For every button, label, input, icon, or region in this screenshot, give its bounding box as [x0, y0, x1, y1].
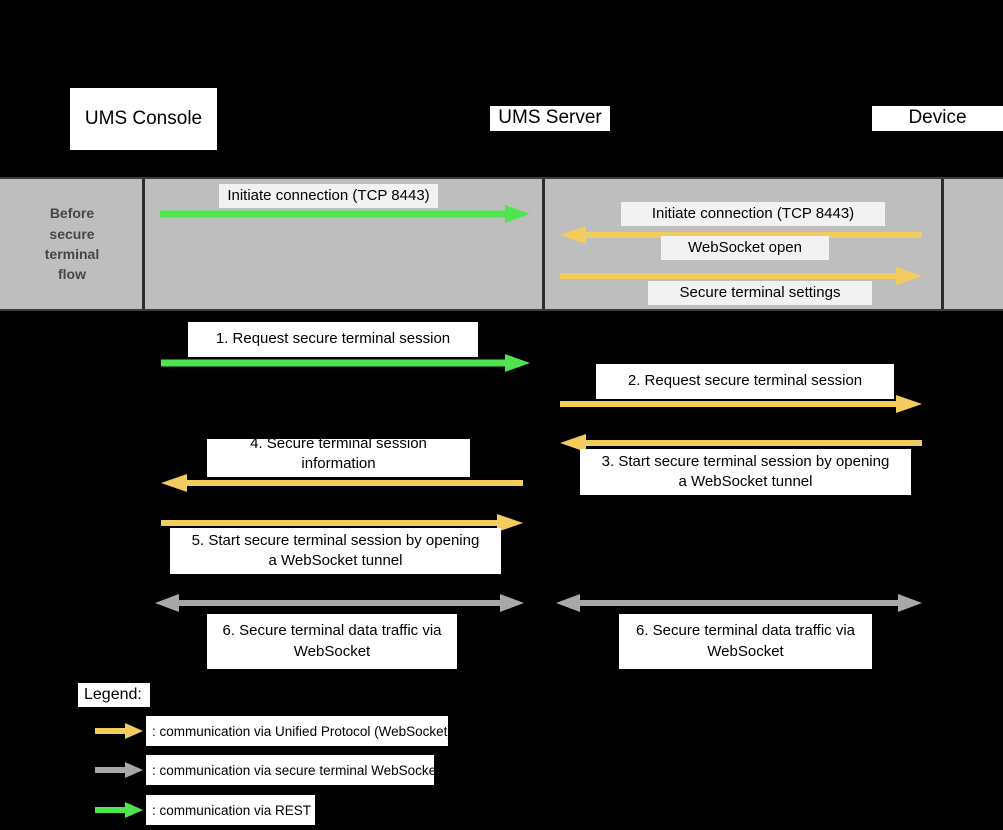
step-5-arrow	[161, 514, 523, 532]
step-4-text-line-1: 4. Secure terminal session	[250, 434, 427, 452]
actor-device-label: Device	[908, 107, 967, 129]
step-4-label: 4. Secure terminal session information	[207, 435, 470, 477]
step-6b-text-line-2: WebSocket	[707, 642, 784, 660]
step-3-text-line-2: a WebSocket tunnel	[678, 473, 813, 490]
band-message-1-text: Initiate connection (TCP 8443)	[227, 186, 430, 204]
band-divider-console	[142, 179, 145, 309]
step-6b-text-line-1: 6. Secure terminal data traffic via	[636, 622, 855, 640]
actor-ums-console: UMS Console	[70, 88, 217, 150]
band-message-2-arrow	[560, 226, 922, 244]
step-6a-text-line-1: 6. Secure terminal data traffic via	[222, 622, 442, 640]
band-message-1-arrow	[160, 205, 530, 223]
legend-title-text: Legend:	[84, 686, 142, 703]
legend-secure-terminal-arrow-icon	[95, 762, 143, 778]
band-message-4-arrow	[560, 267, 922, 285]
step-5-text-line-1: 5. Start secure terminal session by open…	[191, 531, 480, 549]
band-message-2-text: Initiate connection (TCP 8443)	[651, 204, 855, 222]
step-6a-label: 6. Secure terminal data traffic via WebS…	[207, 614, 457, 669]
actor-device: Device	[872, 106, 1003, 131]
step-4-text-line-2: information	[301, 454, 376, 472]
band-divider-server	[542, 179, 545, 309]
step-2-arrow	[560, 395, 922, 413]
step-6b-label: 6. Secure terminal data traffic via WebS…	[619, 614, 872, 669]
step-4-arrow	[161, 474, 523, 492]
step-6a-text-line-2: WebSocket	[293, 642, 371, 660]
step-6a-arrow	[155, 594, 524, 612]
band-message-3-text: WebSocket open	[688, 238, 802, 256]
step-3-arrow	[560, 434, 922, 452]
legend-unified-arrow-icon	[95, 723, 143, 739]
step-6b-arrow	[556, 594, 922, 612]
band-message-3-label: WebSocket open	[661, 236, 829, 260]
legend-title: Legend:	[78, 683, 150, 707]
actor-ums-server: UMS Server	[490, 106, 610, 131]
phase-band-label-line-2: secure	[49, 225, 95, 242]
legend-secure-terminal-text: : communication via secure terminal WebS…	[146, 755, 440, 785]
step-5-label: 5. Start secure terminal session by open…	[170, 528, 501, 574]
phase-band-label-line-1: Before	[49, 205, 95, 222]
phase-band-label-line-3: terminal	[44, 246, 100, 262]
phase-band-label-line-4: flow	[58, 266, 86, 283]
actor-ums-server-label: UMS Server	[498, 107, 602, 129]
band-divider-device	[941, 179, 944, 309]
legend-unified-label: : communication via Unified Protocol (We…	[152, 723, 452, 739]
actor-ums-console-label: UMS Console	[84, 107, 203, 129]
step-2-text: 2. Request secure terminal session	[627, 372, 863, 390]
band-message-2-label: Initiate connection (TCP 8443)	[621, 202, 885, 226]
legend-unified-text: : communication via Unified Protocol (We…	[146, 716, 452, 746]
step-5-text-line-2: a WebSocket tunnel	[268, 552, 403, 569]
legend-rest-label: : communication via REST	[152, 802, 312, 818]
step-3-label: 3. Start secure terminal session by open…	[580, 449, 911, 495]
legend-secure-terminal-label: : communication via secure terminal WebS…	[152, 762, 440, 778]
step-1-label: 1. Request secure terminal session	[188, 322, 478, 357]
step-1-arrow	[161, 354, 530, 372]
step-2-label: 2. Request secure terminal session	[596, 364, 894, 399]
phase-band-label: Before secure terminal flow	[8, 200, 136, 288]
band-message-4-label: Secure terminal settings	[648, 281, 872, 305]
legend-rest-arrow-icon	[95, 802, 143, 818]
band-message-4-text: Secure terminal settings	[679, 283, 841, 301]
step-3-text-line-1: 3. Start secure terminal session by open…	[601, 452, 890, 470]
band-message-1-label: Initiate connection (TCP 8443)	[219, 184, 438, 208]
legend-rest-text: : communication via REST	[146, 795, 315, 825]
phase-band-before-secure-terminal-flow	[0, 177, 1003, 311]
step-1-text: 1. Request secure terminal session	[215, 330, 451, 348]
